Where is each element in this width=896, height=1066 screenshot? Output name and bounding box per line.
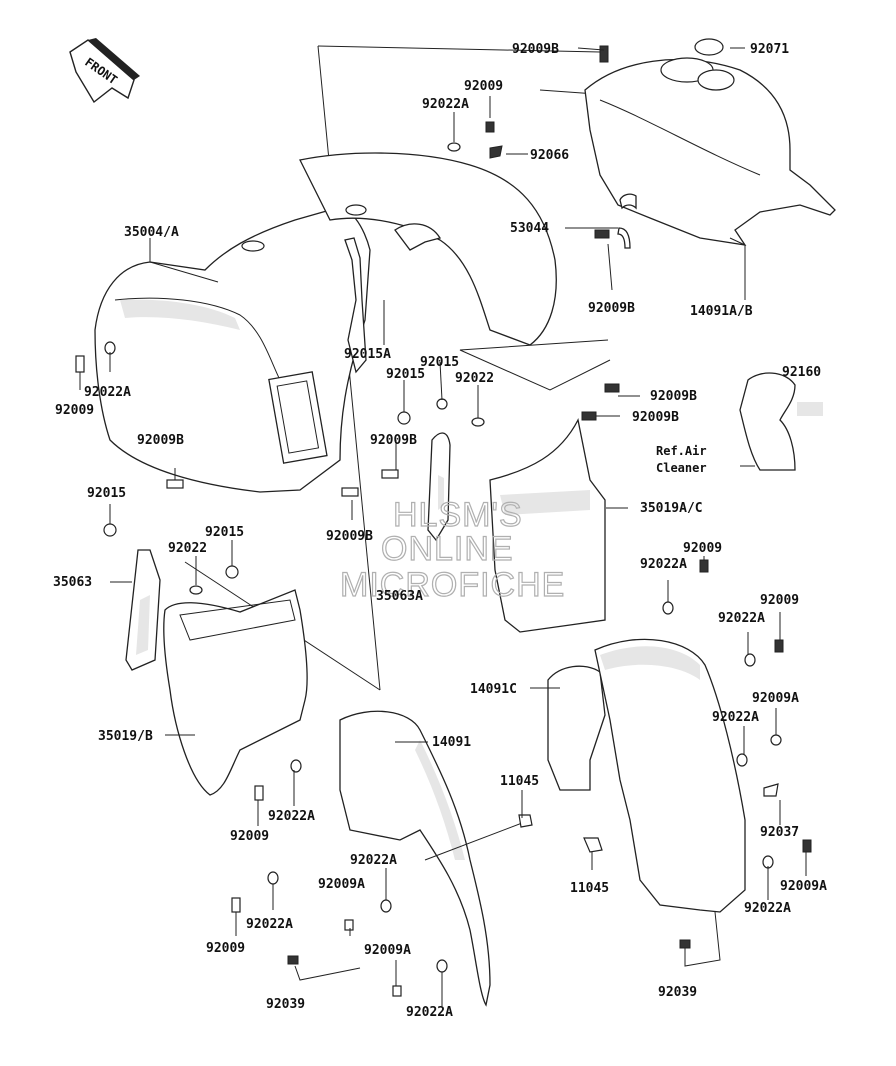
rear-fender-35004 <box>94 152 557 493</box>
label-92009b: 92009B <box>512 42 559 57</box>
rod-11045 <box>424 814 603 861</box>
label-35004a: 35004/A <box>124 225 179 240</box>
label-92009: 92009 <box>230 829 269 844</box>
label-11045: 11045 <box>570 881 609 896</box>
label-92009a: 92009A <box>318 877 365 892</box>
label-92066: 92066 <box>530 148 569 163</box>
bracket-35063 <box>125 549 161 671</box>
label-14091: 14091 <box>432 735 471 750</box>
label-92009: 92009 <box>206 941 245 956</box>
label-92022a: 92022A <box>84 385 131 400</box>
label-92022a: 92022A <box>422 97 469 112</box>
label-92009a: 92009A <box>780 879 827 894</box>
label-92015: 92015 <box>87 486 126 501</box>
label-92022: 92022 <box>168 541 207 556</box>
label-11045: 11045 <box>500 774 539 789</box>
label-92022: 92022 <box>455 371 494 386</box>
watermark-line-3: MICROFICHE <box>340 566 565 604</box>
label-92009b: 92009B <box>632 410 679 425</box>
fender-14091c <box>547 638 746 913</box>
label-53044: 53044 <box>510 221 549 236</box>
label-92022a: 92022A <box>744 901 791 916</box>
label-92009: 92009 <box>55 403 94 418</box>
label-92022a: 92022A <box>406 1005 453 1020</box>
label-92009b: 92009B <box>137 433 184 448</box>
label-92009b: 92009B <box>326 529 373 544</box>
label-92015: 92015 <box>420 355 459 370</box>
label-92022a: 92022A <box>246 917 293 932</box>
label-35019b: 35019/B <box>98 729 153 744</box>
ref-note-line-2: Cleaner <box>656 461 707 475</box>
label-92022a: 92022A <box>268 809 315 824</box>
part-labels: 92009B 92071 92009 92022A 92066 35004/A … <box>53 42 827 1020</box>
watermark-line-1: HLSM'S <box>393 496 523 534</box>
front-arrow-icon: FRONT <box>69 38 140 104</box>
label-92009: 92009 <box>760 593 799 608</box>
label-92022a: 92022A <box>718 611 765 626</box>
cap-ring-92071 <box>694 38 724 56</box>
watermark: HLSM'S ONLINE MICROFICHE <box>339 495 565 604</box>
label-92009b: 92009B <box>588 301 635 316</box>
label-92160: 92160 <box>782 365 821 380</box>
label-92009: 92009 <box>464 79 503 94</box>
label-35063a: 35063A <box>376 589 423 604</box>
label-92039: 92039 <box>658 985 697 1000</box>
label-92071: 92071 <box>750 42 789 57</box>
label-92022a: 92022A <box>640 557 687 572</box>
label-92037: 92037 <box>760 825 799 840</box>
tank-cover-14091ab <box>584 57 836 246</box>
clip-53044 <box>617 227 631 249</box>
label-92015: 92015 <box>386 367 425 382</box>
inner-fender-14091 <box>339 710 491 1007</box>
label-92015: 92015 <box>205 525 244 540</box>
air-cleaner-ref <box>739 372 823 471</box>
label-92009b: 92009B <box>370 433 417 448</box>
label-35019ac: 35019A/C <box>640 501 703 516</box>
label-92039: 92039 <box>266 997 305 1012</box>
leader-lines <box>79 47 807 1006</box>
hardware-icon <box>75 45 812 997</box>
label-92022a: 92022A <box>712 710 759 725</box>
label-14091ab: 14091A/B <box>690 304 753 319</box>
watermark-line-2: ONLINE <box>381 530 514 568</box>
label-35063: 35063 <box>53 575 92 590</box>
ref-note-line-1: Ref.Air <box>656 444 707 458</box>
side-cover-35019ac <box>489 418 606 633</box>
label-92022a: 92022A <box>350 853 397 868</box>
bracket-35063a <box>427 432 451 542</box>
side-cover-35019b <box>163 589 308 796</box>
label-92009b: 92009B <box>650 389 697 404</box>
label-92009a: 92009A <box>752 691 799 706</box>
label-14091c: 14091C <box>470 682 517 697</box>
label-92015a: 92015A <box>344 347 391 362</box>
label-92009a: 92009A <box>364 943 411 958</box>
label-92009: 92009 <box>683 541 722 556</box>
